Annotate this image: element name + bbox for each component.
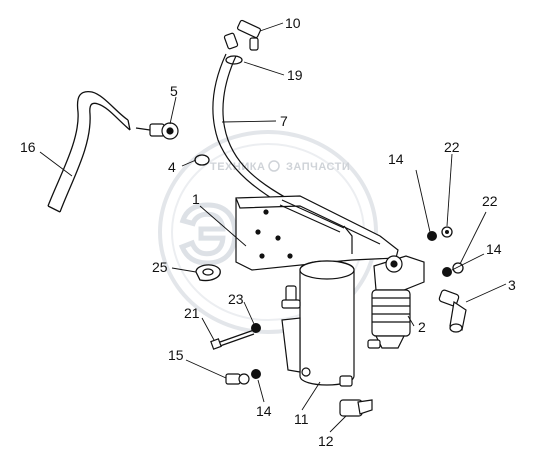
nut-23: [251, 323, 261, 333]
washer-22-right: [452, 262, 464, 274]
clamp-19: [225, 55, 243, 65]
watermark-text-2: ЗАПЧАСТИ: [286, 161, 350, 173]
tank-11: [281, 260, 355, 387]
callout-12: 12: [318, 433, 334, 449]
bolt-21: [210, 329, 255, 350]
callout-19: 19: [287, 67, 303, 83]
hose-7-run: [279, 199, 345, 233]
callout-10: 10: [285, 15, 301, 31]
fuel-filter-2: [367, 255, 425, 349]
callout-labels: 10 19 5 7 16 4 14 22 1 22 14 25 3 23 21 …: [20, 15, 516, 449]
callout-23: 23: [228, 291, 244, 307]
fitting-5: [135, 122, 179, 140]
callout-7: 7: [280, 113, 288, 129]
bracket-1: [235, 195, 399, 271]
sensor-23: [281, 285, 301, 309]
hose-16: [47, 90, 131, 213]
callout-3: 3: [508, 277, 516, 293]
callout-22-upper: 22: [444, 139, 460, 155]
leader-lines: [39, 22, 507, 433]
callout-25: 25: [152, 259, 168, 275]
nut-14-lower: [251, 369, 261, 379]
elbow-fitting-3: [438, 289, 467, 333]
callout-1: 1: [192, 191, 200, 207]
watermark-text-1: ТЕХНИКА: [210, 161, 265, 173]
nut-14-upper: [427, 231, 437, 241]
callout-4: 4: [168, 159, 176, 175]
banjo-fitting-15: [225, 373, 250, 385]
callout-14-right: 14: [486, 241, 502, 257]
callout-22-right: 22: [482, 193, 498, 209]
callout-16: 16: [20, 139, 36, 155]
callout-14-upper: 14: [388, 151, 404, 167]
callout-15: 15: [168, 347, 184, 363]
callout-21: 21: [184, 305, 200, 321]
callout-14-lower: 14: [256, 403, 272, 419]
callout-2: 2: [418, 319, 426, 335]
callout-11: 11: [294, 411, 309, 427]
elbow-fitting-12: [339, 399, 373, 417]
washer-22-upper: [441, 226, 453, 238]
clamp-25: [195, 264, 221, 282]
o-ring-4: [194, 154, 210, 166]
callout-5: 5: [170, 83, 178, 99]
nut-14-right: [442, 267, 452, 277]
tee-fitting-10: [223, 19, 262, 51]
